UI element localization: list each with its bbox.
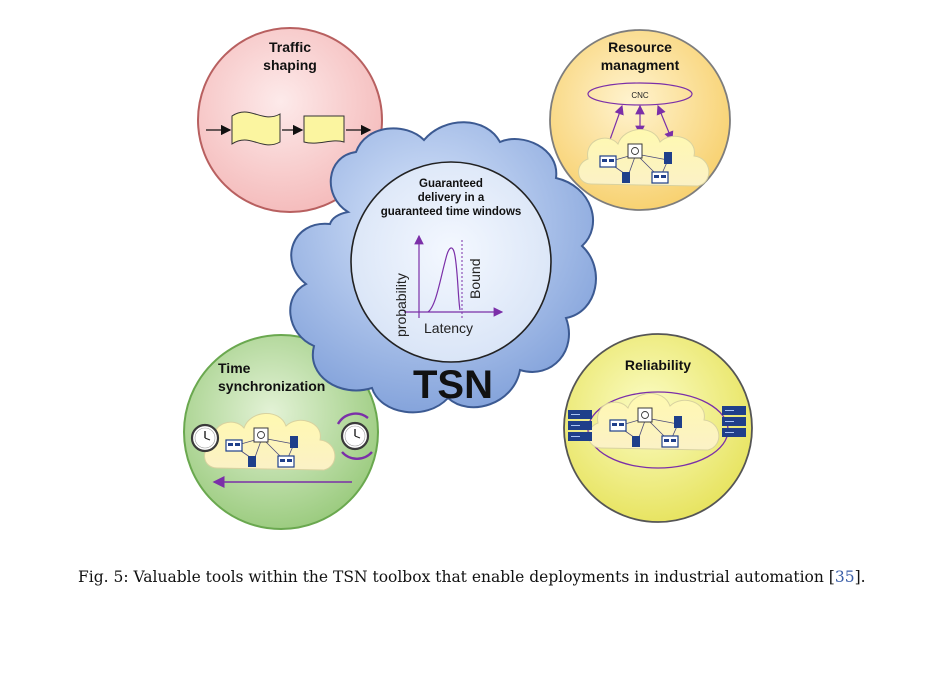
cnc-label: CNC	[631, 91, 649, 100]
server-stack-icon	[567, 409, 593, 442]
tsn-title: TSN	[413, 363, 493, 407]
guarantee-text-line2: delivery in a	[418, 192, 485, 204]
clock-sync-icon	[336, 412, 373, 460]
bound-label: Bound	[467, 259, 483, 299]
time-sync-title-line2: synchronization	[218, 378, 325, 394]
latency-guarantee-circle: Guaranteed delivery in a guaranteed time…	[350, 161, 552, 363]
guarantee-text-line3: guaranteed time windows	[381, 206, 522, 218]
resource-management-circle: Resource managment CNC	[549, 29, 731, 211]
traffic-shaping-icon	[206, 111, 372, 146]
traffic-shaping-title-line2: shaping	[263, 57, 317, 73]
clock-icon	[190, 423, 220, 453]
caption-close-bracket: ].	[854, 568, 866, 586]
latency-distribution-curve	[427, 247, 461, 313]
reliability-circle: Reliability	[563, 333, 753, 523]
guarantee-text-line1: Guaranteed	[419, 178, 483, 190]
caption-text: Fig. 5: Valuable tools within the TSN to…	[78, 568, 829, 586]
resource-management-title-line1: Resource	[608, 39, 672, 55]
figure-caption: Fig. 5: Valuable tools within the TSN to…	[78, 566, 878, 588]
traffic-shaping-title-line1: Traffic	[269, 39, 311, 55]
citation-link[interactable]: 35	[834, 568, 855, 586]
server-stack-icon	[721, 405, 747, 438]
reliability-title: Reliability	[625, 357, 691, 373]
plot-x-label: Latency	[424, 320, 473, 336]
resource-management-title-line2: managment	[601, 57, 680, 73]
plot-y-label: probability	[393, 273, 409, 337]
caption-open-bracket: [	[828, 568, 835, 586]
time-sync-title-line1: Time	[218, 360, 251, 376]
